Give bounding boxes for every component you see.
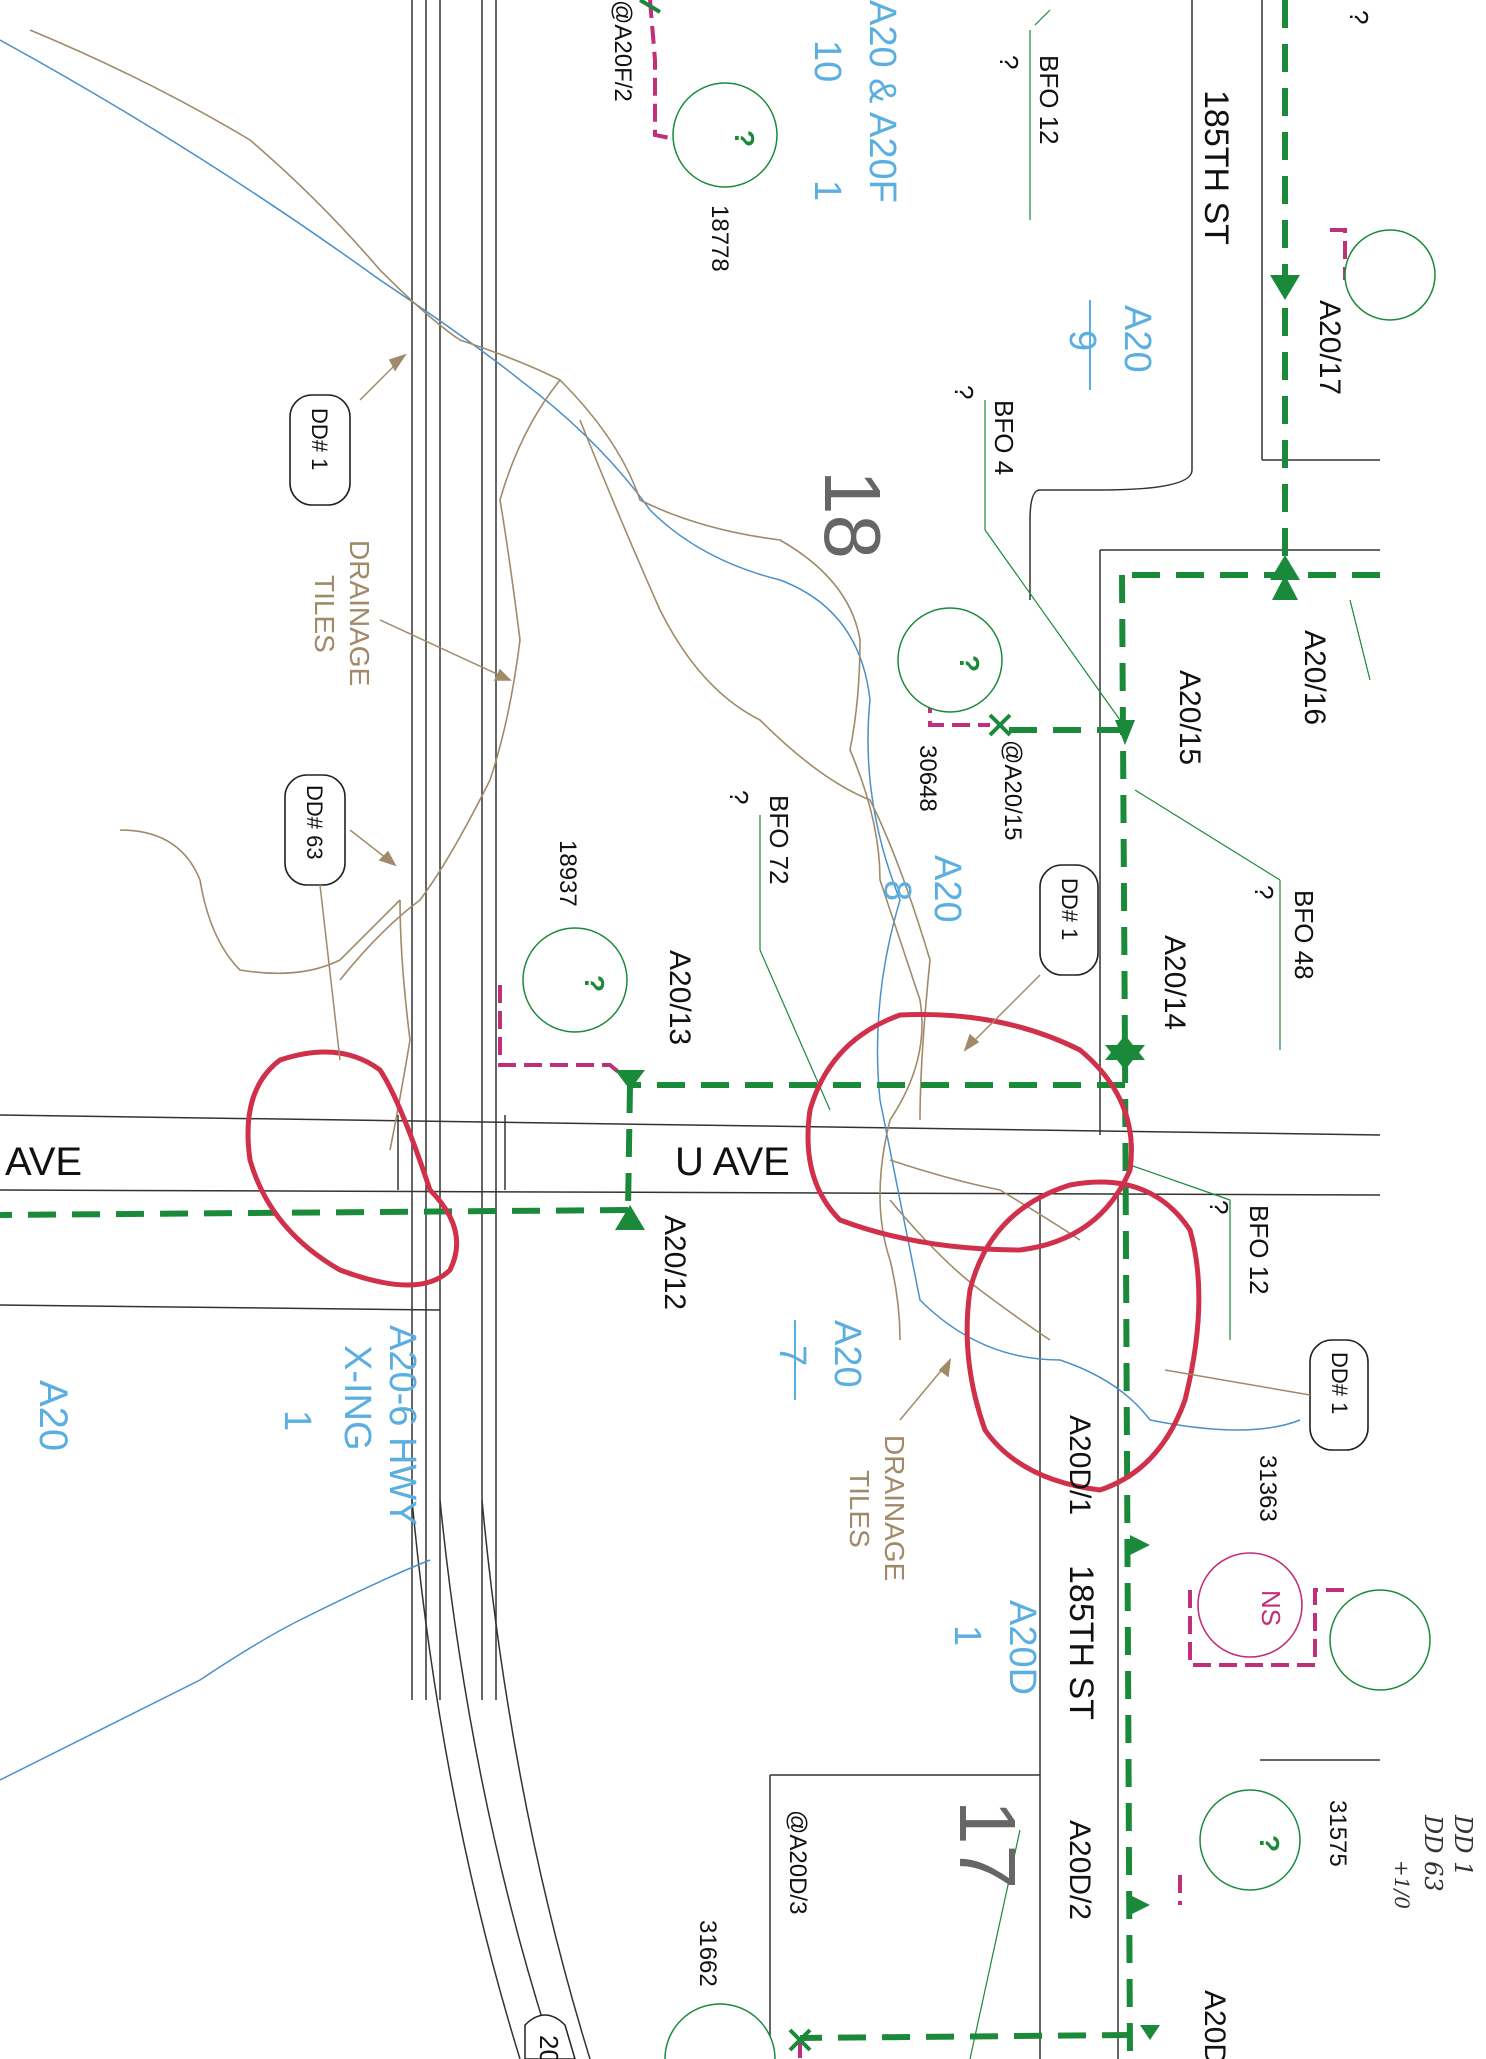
section-18: 18 — [808, 470, 897, 559]
node-a20-13: A20/13 — [663, 950, 696, 1045]
fraction-a20-9-num: 9 — [1061, 330, 1103, 351]
pole-q-2: ? — [954, 655, 985, 672]
pole-30648: 30648 — [914, 745, 941, 812]
highway-shield — [524, 2014, 576, 2059]
pole-31662: 31662 — [694, 1920, 721, 1987]
pole-18778: 18778 — [706, 205, 733, 272]
markup-circles — [245, 1011, 1202, 1493]
ns-pole-marker — [1197, 1552, 1303, 1658]
fraction-a20d-top: A20D — [1001, 1600, 1043, 1695]
fraction-a20-10-top: A20 & A20F — [861, 0, 903, 203]
bfo-12-bottom-q: ? — [1204, 1200, 1234, 1214]
bfo-72-q: ? — [724, 790, 754, 804]
pointer-arrows — [319, 353, 1311, 1421]
bfo-48: BFO 48 — [1289, 890, 1319, 980]
bfo-4: BFO 4 — [989, 400, 1019, 475]
drainage-label-1-l2: TILES — [309, 575, 340, 653]
leader-lines — [759, 9, 1371, 2059]
dd-tag-1-b: DD# 1 — [1057, 878, 1082, 940]
fiber-route — [0, 0, 1380, 2059]
fraction-hwy-line2: X-ING — [336, 1345, 378, 1451]
pole-31575: 31575 — [1324, 1800, 1351, 1867]
fraction-a20-8-num: 8 — [876, 880, 918, 901]
road-lines — [0, 0, 1381, 2059]
handwritten-note-1: DD 1 — [1449, 1814, 1477, 1876]
node-a20d-1: A20D/1 — [1063, 1415, 1096, 1515]
fraction-a20-10-den: 1 — [806, 180, 848, 201]
splice-x-markers — [638, 0, 1012, 2052]
label-a20-left: A20 — [31, 1380, 75, 1451]
fiber-nodes — [615, 275, 1300, 2040]
node-a20-15: A20/15 — [1173, 670, 1206, 765]
fraction-a20-8-top: A20 — [926, 855, 968, 923]
pole-markers — [522, 82, 1436, 2059]
bfo-12-top: BFO 12 — [1034, 55, 1064, 145]
drop-lines — [498, 0, 1350, 2059]
dd-tag-1-c: DD# 1 — [1327, 1352, 1352, 1414]
fraction-hwy-num: 1 — [276, 1410, 318, 1431]
drainage-label-2-l1: DRAINAGE — [879, 1435, 910, 1581]
fraction-a20-9-top: A20 — [1116, 305, 1158, 373]
handwritten-note-3: +1/0 — [1390, 1860, 1414, 1909]
node-a20d-3: @A20D/3 — [784, 1810, 811, 1914]
pole-18937: 18937 — [554, 840, 581, 907]
bfo-48-q: ? — [1249, 885, 1279, 899]
node-a20-12: A20/12 — [658, 1215, 691, 1310]
dd-tag-clouds — [284, 394, 1369, 1451]
fraction-a20-7-top: A20 — [826, 1320, 868, 1388]
drainage-label-1-l1: DRAINAGE — [344, 540, 375, 686]
bfo-12-bottom: BFO 12 — [1244, 1205, 1274, 1295]
node-a20d-2: A20D/2 — [1063, 1820, 1096, 1920]
node-a20-17: A20/17 — [1313, 300, 1346, 395]
street-u-ave: U AVE — [675, 1140, 790, 1184]
bfo-12-top-q: ? — [994, 55, 1024, 69]
dd-tag-1-a: DD# 1 — [307, 408, 332, 470]
street-185th-bottom: 185TH ST — [1062, 1565, 1100, 1720]
node-a20d-edge: A20D — [1198, 1990, 1231, 2059]
node-a20f2: @A20F/2 — [609, 0, 636, 102]
handwritten-note-2: DD 63 — [1419, 1814, 1447, 1892]
drainage-label-2-l2: TILES — [844, 1470, 875, 1548]
highway-shield-number: 20 — [534, 2035, 564, 2059]
drainage-lines — [29, 29, 1081, 1341]
bfo-4-q: ? — [949, 385, 979, 399]
top-right-q: ? — [1344, 10, 1374, 24]
section-17: 17 — [943, 1800, 1032, 1889]
bfo-72: BFO 72 — [764, 795, 794, 885]
fraction-a20-7-num: 7 — [771, 1345, 813, 1366]
node-a20-14: A20/14 — [1158, 935, 1191, 1030]
pole-q-3: ? — [579, 975, 610, 992]
node-a20-15-at: @A20/15 — [999, 740, 1026, 840]
dd-tag-63: DD# 63 — [302, 785, 327, 860]
fraction-hwy-line1: A20-6 HWY — [381, 1325, 423, 1526]
fraction-a20-10-num: 10 — [806, 40, 848, 82]
node-a20-16: A20/16 — [1298, 630, 1331, 725]
pole-ns: NS — [1256, 1590, 1286, 1626]
pole-q-1: ? — [729, 130, 760, 147]
pole-31363: 31363 — [1254, 1455, 1281, 1522]
street-185th-top: 185TH ST — [1197, 90, 1235, 245]
creek-lines — [0, 39, 1301, 1781]
fraction-a20d-num: 1 — [946, 1625, 988, 1646]
pole-q-4: ? — [1254, 1835, 1285, 1852]
street-ave-left: AVE — [5, 1140, 82, 1184]
